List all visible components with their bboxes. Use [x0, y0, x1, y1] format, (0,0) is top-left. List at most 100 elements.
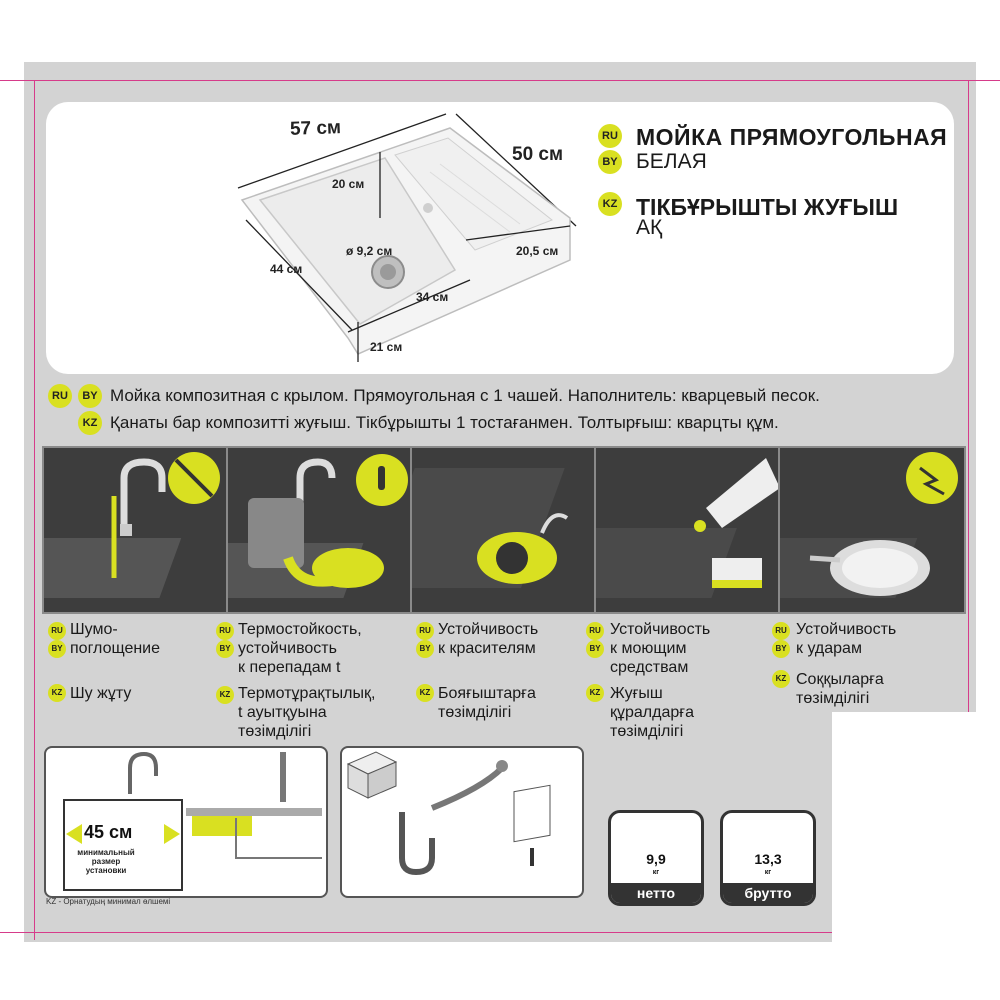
- feat4-kz-line3: төзімділігі: [610, 723, 684, 740]
- feat5-ru-line1: Устойчивость: [796, 621, 897, 638]
- weight-net-badge: 9,9 кг нетто: [608, 810, 704, 906]
- dim-drain: ø 9,2 см: [346, 244, 393, 258]
- feat2-ru: Термостойкость, устойчивость к перепадам…: [238, 620, 362, 677]
- feat4-badge-ru: RU: [586, 622, 604, 640]
- feat5-badge-ru: RU: [772, 622, 790, 640]
- feat2-ru-line2: устойчивость: [238, 640, 337, 657]
- feat2-kz-line1: Термотұрақтылық,: [238, 685, 376, 702]
- feat5-ru: Устойчивость к ударам: [796, 620, 896, 658]
- feat5-ru-line2: к ударам: [796, 640, 862, 657]
- weight-net-unit: кг: [652, 869, 660, 876]
- weight-gross-value-block: 13,3 кг: [723, 851, 813, 879]
- title-ru-color: БЕЛАЯ: [636, 150, 707, 173]
- install-caption-line1: минимальный: [77, 848, 135, 857]
- weight-gross-label: брутто: [723, 883, 813, 903]
- panel-stain: [371, 446, 598, 614]
- feat2-badge-ru: RU: [216, 622, 234, 640]
- desc-badge-by: BY: [78, 384, 102, 408]
- feat3-ru: Устойчивость к красителям: [438, 620, 538, 658]
- feat2-ru-line1: Термостойкость,: [238, 621, 362, 638]
- dim-bottom: 21 см: [370, 340, 403, 354]
- dim-width: 57 см: [289, 117, 342, 140]
- install-caption: минимальный размер установки: [56, 848, 156, 875]
- feat4-ru-line2: к моющим: [610, 640, 687, 657]
- crop-guide-right: [968, 80, 969, 940]
- corner-blank: [832, 712, 1000, 1000]
- feat4-badge-kz: KZ: [586, 684, 604, 702]
- feat2-kz-line3: төзімділігі: [238, 723, 312, 740]
- feat2-badge-by: BY: [216, 640, 234, 658]
- feat3-ru-line1: Устойчивость: [438, 621, 539, 638]
- detergent-bottle-icon: [551, 458, 780, 598]
- weight-gross-unit: кг: [764, 869, 772, 876]
- panel-detergent: [551, 446, 782, 614]
- contents-card: [340, 746, 584, 898]
- feat1-badge-ru: RU: [48, 622, 66, 640]
- feat5-kz-line1: Соққыларға: [796, 671, 884, 688]
- crop-guide-bottom: [0, 932, 1000, 933]
- install-diagram: [63, 751, 322, 891]
- panel-heat: [183, 446, 414, 614]
- dim-depth: 50 см: [512, 144, 564, 165]
- title-kz: ТІКБҰРЫШТЫ ЖУҒЫШ: [636, 194, 899, 220]
- faucet-icon: [0, 452, 220, 598]
- desc-badge-ru: RU: [48, 384, 72, 408]
- badge-by: BY: [598, 150, 622, 174]
- feat4-ru-line3: средствам: [610, 659, 689, 676]
- install-kz-note: KZ - Орнатудың минимал өлшемі: [46, 897, 171, 906]
- badge-kz: KZ: [598, 192, 622, 216]
- feat3-badge-by: BY: [416, 640, 434, 658]
- feat2-kz-line2: t ауытқуына: [238, 704, 327, 721]
- dim-bowl-depth: 20 см: [332, 177, 365, 191]
- feat3-kz-line1: Бояғыштарға: [438, 685, 536, 702]
- feat4-kz-line1: Жуғыш: [610, 685, 663, 702]
- weight-gross-badge: 13,3 кг брутто: [720, 810, 816, 906]
- feat3-badge-ru: RU: [416, 622, 434, 640]
- feat1-badge-by: BY: [48, 640, 66, 658]
- dim-bowl-length: 44 см: [270, 262, 303, 276]
- feat4-kz: Жуғыш құралдарға төзімділігі: [610, 684, 694, 741]
- crop-guide-top: [0, 80, 1000, 81]
- desc-badge-kz: KZ: [78, 411, 102, 435]
- dim-bowl-width: 34 см: [416, 290, 449, 304]
- weight-net-label: нетто: [611, 883, 701, 903]
- feat1-kz: Шу жұту: [70, 685, 132, 702]
- install-caption-line3: установки: [85, 866, 127, 875]
- feat5-badge-by: BY: [772, 640, 790, 658]
- title-ru: МОЙКА ПРЯМОУГОЛЬНАЯ: [636, 124, 948, 150]
- feat4-badge-by: BY: [586, 640, 604, 658]
- feat1-ru: Шумо- поглощение: [70, 620, 160, 658]
- install-caption-line2: размер: [91, 857, 121, 866]
- weight-net-value: 9,9: [646, 851, 666, 867]
- feat2-badge-kz: KZ: [216, 686, 234, 704]
- thermometer-icon: [183, 454, 408, 598]
- feat5-badge-kz: KZ: [772, 670, 790, 688]
- panel-impact: [735, 446, 966, 614]
- feat3-kz-line2: төзімділігі: [438, 704, 512, 721]
- feat3-badge-kz: KZ: [416, 684, 434, 702]
- install-card: [44, 746, 328, 898]
- feat4-ru: Устойчивость к моющим средствам: [610, 620, 710, 677]
- description-kz: Қанаты бар композитті жуғыш. Тікбұрышты …: [110, 413, 779, 432]
- dim-wing: 20,5 см: [516, 244, 559, 258]
- feat3-ru-line2: к красителям: [438, 640, 536, 657]
- drain-pipe-icon: [346, 751, 551, 876]
- feat4-kz-line2: құралдарға: [610, 704, 694, 721]
- feat4-ru-line1: Устойчивость: [610, 621, 711, 638]
- feat5-kz: Соққыларға төзімділігі: [796, 670, 884, 708]
- badge-ru: RU: [598, 124, 622, 148]
- crop-guide-left: [34, 80, 35, 940]
- title-kz-color: АҚ: [636, 216, 663, 239]
- feat1-ru-line2: поглощение: [70, 640, 161, 657]
- weight-gross-value: 13,3: [754, 851, 782, 867]
- feat2-ru-line3: к перепадам t: [238, 659, 341, 676]
- stain-icon: [371, 468, 569, 588]
- sink-drawing: [237, 113, 577, 362]
- feat1-ru-line1: Шумо-: [70, 621, 118, 638]
- install-size: 45 см: [84, 822, 133, 842]
- feat5-kz-line2: төзімділігі: [796, 690, 870, 707]
- feat2-kz: Термотұрақтылық, t ауытқуына төзімділігі: [238, 684, 375, 741]
- feat3-kz: Бояғыштарға төзімділігі: [438, 684, 536, 722]
- description-ru: Мойка композитная с крылом. Прямоугольна…: [110, 386, 820, 405]
- feat1-badge-kz: KZ: [48, 684, 66, 702]
